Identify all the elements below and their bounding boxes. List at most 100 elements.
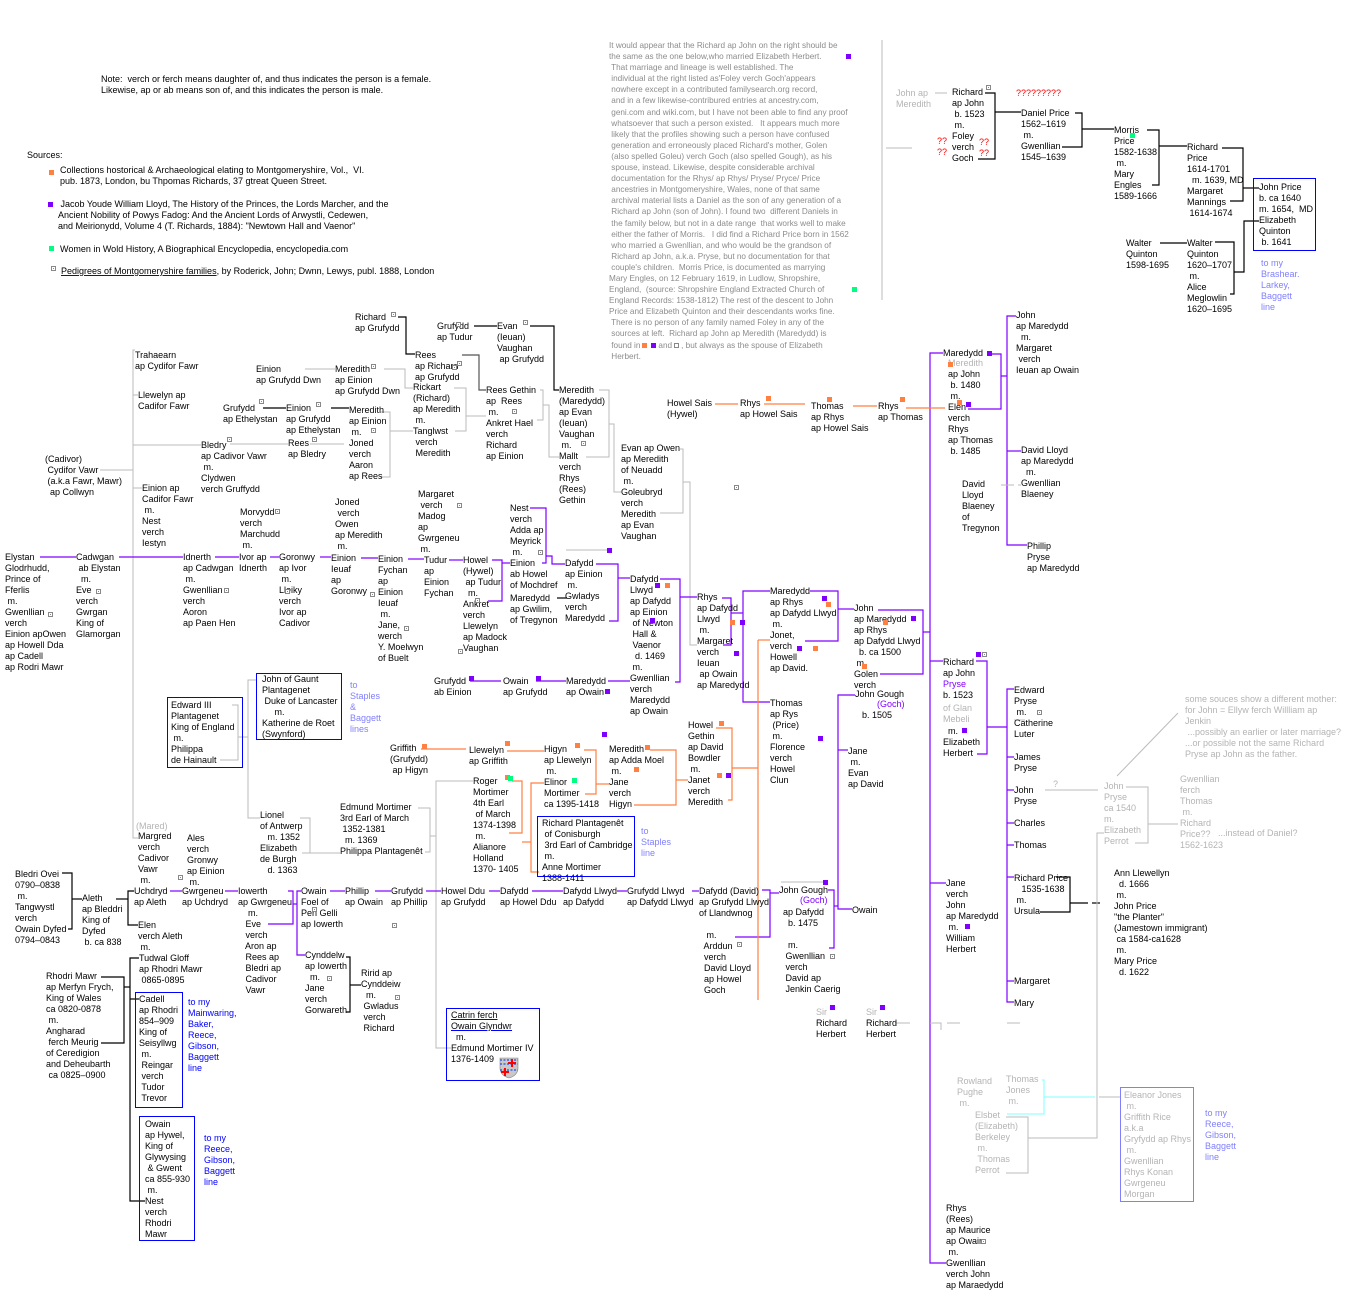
commentary-text: and [658,340,673,350]
link-staples-baggett[interactable]: to Staples & Baggett lines [350,680,382,734]
orange-source-marker-icon [900,397,905,402]
connector-line [384,368,413,389]
person-john-ap-maredydd-1500: John ap Maredydd ap Rhys ap Dafydd Llwyd… [854,603,921,690]
grey-source-marker-icon [96,589,101,594]
person-cadell: Cadell ap Rhodri 854–909 King of Seisyll… [139,994,179,1103]
person-thomas-ap-rhys: Thomas ap Rhys ap Howel Sais [811,401,869,433]
connector-line [220,704,239,761]
purple-source-marker-icon [818,736,823,741]
commentary-line: Richard ap John (son of John). I found t… [609,207,838,217]
connector-line [268,890,294,925]
orange-source-marker-icon [505,775,510,780]
person-howel-gethin: Howel Gethin ap David Bowdler m. Janet v… [688,720,724,807]
purple-source-marker-icon [650,618,655,623]
commentary-text: found in [609,340,641,350]
commentary-line: It would appear that the Richard ap John… [609,41,838,50]
grey-source-marker-icon [1037,710,1042,715]
connector-line [976,660,988,755]
connector-line [537,389,544,421]
commentary-lines: It would appear that the Richard ap John… [609,40,849,340]
commentary-line: and in a few likewise-contribured entrie… [609,96,819,106]
orange-source-marker-icon [826,602,831,607]
question-marks: ????????? [1016,88,1062,98]
orange-source-marker-icon [883,620,888,625]
person-edward-pryse: Edward Pryse m. Catherine Luter [1014,685,1054,739]
person-howel-ap-tudur: Howel (Hywel) ap Tudur m. Ankret verch L… [463,555,508,653]
person-edward-iii: Edward III Plantagenet King of England m… [171,700,235,765]
person-goronwy: Goronwy ap Ivor m. Lleiky verch Ivor ap … [279,552,316,628]
person-john-price-planter: Ann Llewellyn d. 1666 m. John Price "the… [1114,868,1208,977]
commentary-line: likely that the profiles showing such a … [609,129,830,139]
person-uchdryd: Uchdryd ap Aleth [134,886,168,907]
person-john-pryse-1540: John Pryse ca 1540 m. Elizabeth Perrot [1104,781,1142,846]
mortimer-coat-of-arms-icon [499,1057,519,1079]
grey-source-marker-icon [395,995,400,1000]
purple-source-marker-icon [734,651,739,656]
person-phillip-pryse: Phillip Pryse ap Maredydd [1027,541,1080,573]
person-richard-plantagenet: Richard Plantagenêt of Conisburgh 3rd Ea… [542,818,633,883]
commentary-note: It would appear that the Richard ap John… [609,40,849,362]
connector-line [546,555,565,565]
purple-source-marker-icon [726,773,731,778]
person-richard-price-1614: Richard Price 1614-1701 m. 1639, MD Marg… [1187,142,1244,218]
grey-source-marker-icon [371,428,376,433]
person-einion-ap-grufydd: Einion ap Grufydd ap Ethelystan [286,403,341,435]
person-meredith-ap-adda: Meredith ap Adda Moel m. Jane verch Higy… [609,744,665,809]
orange-source-marker-icon [813,646,818,651]
person-rhys-ap-maurice: Rhys (Rees) ap Maurice ap Owain m. Gwenl… [946,1203,1004,1290]
person-elen-verch-aleth: Elen verch Aleth m. [138,920,183,952]
person-nest-verch-adda: Nest verch Adda ap Meyrick m. Einion ab … [510,503,558,590]
person-aleth: Aleth ap Bleddri King of Dyfed b. ca 838 [82,893,123,947]
cadell-box [135,992,183,1108]
person-john-gough-1475: John Gough [779,885,829,895]
commentary-line: individual at the right listed as'Foley … [609,74,816,84]
person-eleanor-jones: Eleanor Jones m. Griffith Rice a.k.a Gry… [1124,1090,1192,1199]
grey-source-marker-icon [458,649,463,654]
green-source-marker-icon [49,246,54,251]
purple-source-marker-icon [469,676,474,681]
grey-source-marker-icon [178,875,183,880]
person-walter-quinton-1598: Walter Quinton 1598-1695 [1126,238,1170,270]
link-staples-line[interactable]: to Staples line [641,826,672,858]
person-rhodri-mawr: Rhodri Mawr ap Merfyn Frych, King of Wal… [46,971,114,1080]
link-mainwaring-line[interactable]: to my Mainwaring, Baker, Reece, Gibson, … [188,997,237,1073]
note-instead-of-daniel: ...instead of Daniel? [1218,828,1298,838]
link-brashear-line[interactable]: to my Brashear. Larkey, Baggett line [1261,258,1300,312]
link-reece-line[interactable]: to my Reece, Gibson, Baggett line [1205,1108,1237,1162]
person-john-gough-1505: John Gough [855,689,905,699]
person-ivor: Ivor ap Idnerth [239,552,268,573]
connector-line [530,325,559,391]
connector-line [1222,147,1244,202]
orange-source-marker-icon [948,362,953,367]
title-sir: Sir [866,1007,877,1017]
person-maredydd-ap-owain: Maredydd ap Owain [566,676,607,697]
person-edmund-mortimer-iv: m. Edmund Mortimer IV 1376-1409 [451,1032,534,1064]
connector-line [1006,315,1027,546]
commentary-line: Mary Engles, on 12 February 1619, in Lud… [609,273,821,283]
commentary-line: nowhere except in a contributed familyse… [609,85,818,95]
grey-source-marker-icon [452,365,457,370]
person-maredydd-ap-rhys: Maredydd ap Rhys ap Dafydd Llwyd m. Jone… [770,586,837,673]
connector-line [101,976,125,1044]
grey-source-marker-icon [51,266,56,271]
link-reece-line[interactable]: to my Reece, Gibson, Baggett line [204,1133,236,1187]
connector-line [435,780,473,1049]
orange-source-marker-icon [505,741,510,746]
connector-line [805,590,839,642]
orange-source-marker-icon [766,396,771,401]
grey-source-marker-icon [259,399,264,404]
purple-source-marker-icon [976,652,981,657]
pedigrees-link[interactable]: Pedigrees of Montgomeryshire families [61,266,217,276]
person-john-ap-maredydd: John ap Maredydd m. Margaret verch Ieuan… [1016,310,1080,375]
alias-meredith: Meredith [948,358,984,368]
goch-alias: (Goch) [877,699,905,709]
connector-line [530,782,544,873]
connector-line [132,349,138,839]
grey-source-marker-icon [457,361,462,366]
person-grufydd-llwyd: Grufydd Llwyd ap Dafydd Llwyd [627,886,694,907]
orange-source-marker-icon [827,397,832,402]
connector-line [683,481,697,646]
person-lionel: Lionel of Antwerp m. 1352 Elizabeth de B… [260,810,303,875]
person-dafydd-david: Dafydd (David) ap Grufydd Llwyd of Lland… [699,886,770,995]
link-catrin-ferch-owain[interactable]: Catrin ferch Owain Glyndwr [451,1010,513,1031]
